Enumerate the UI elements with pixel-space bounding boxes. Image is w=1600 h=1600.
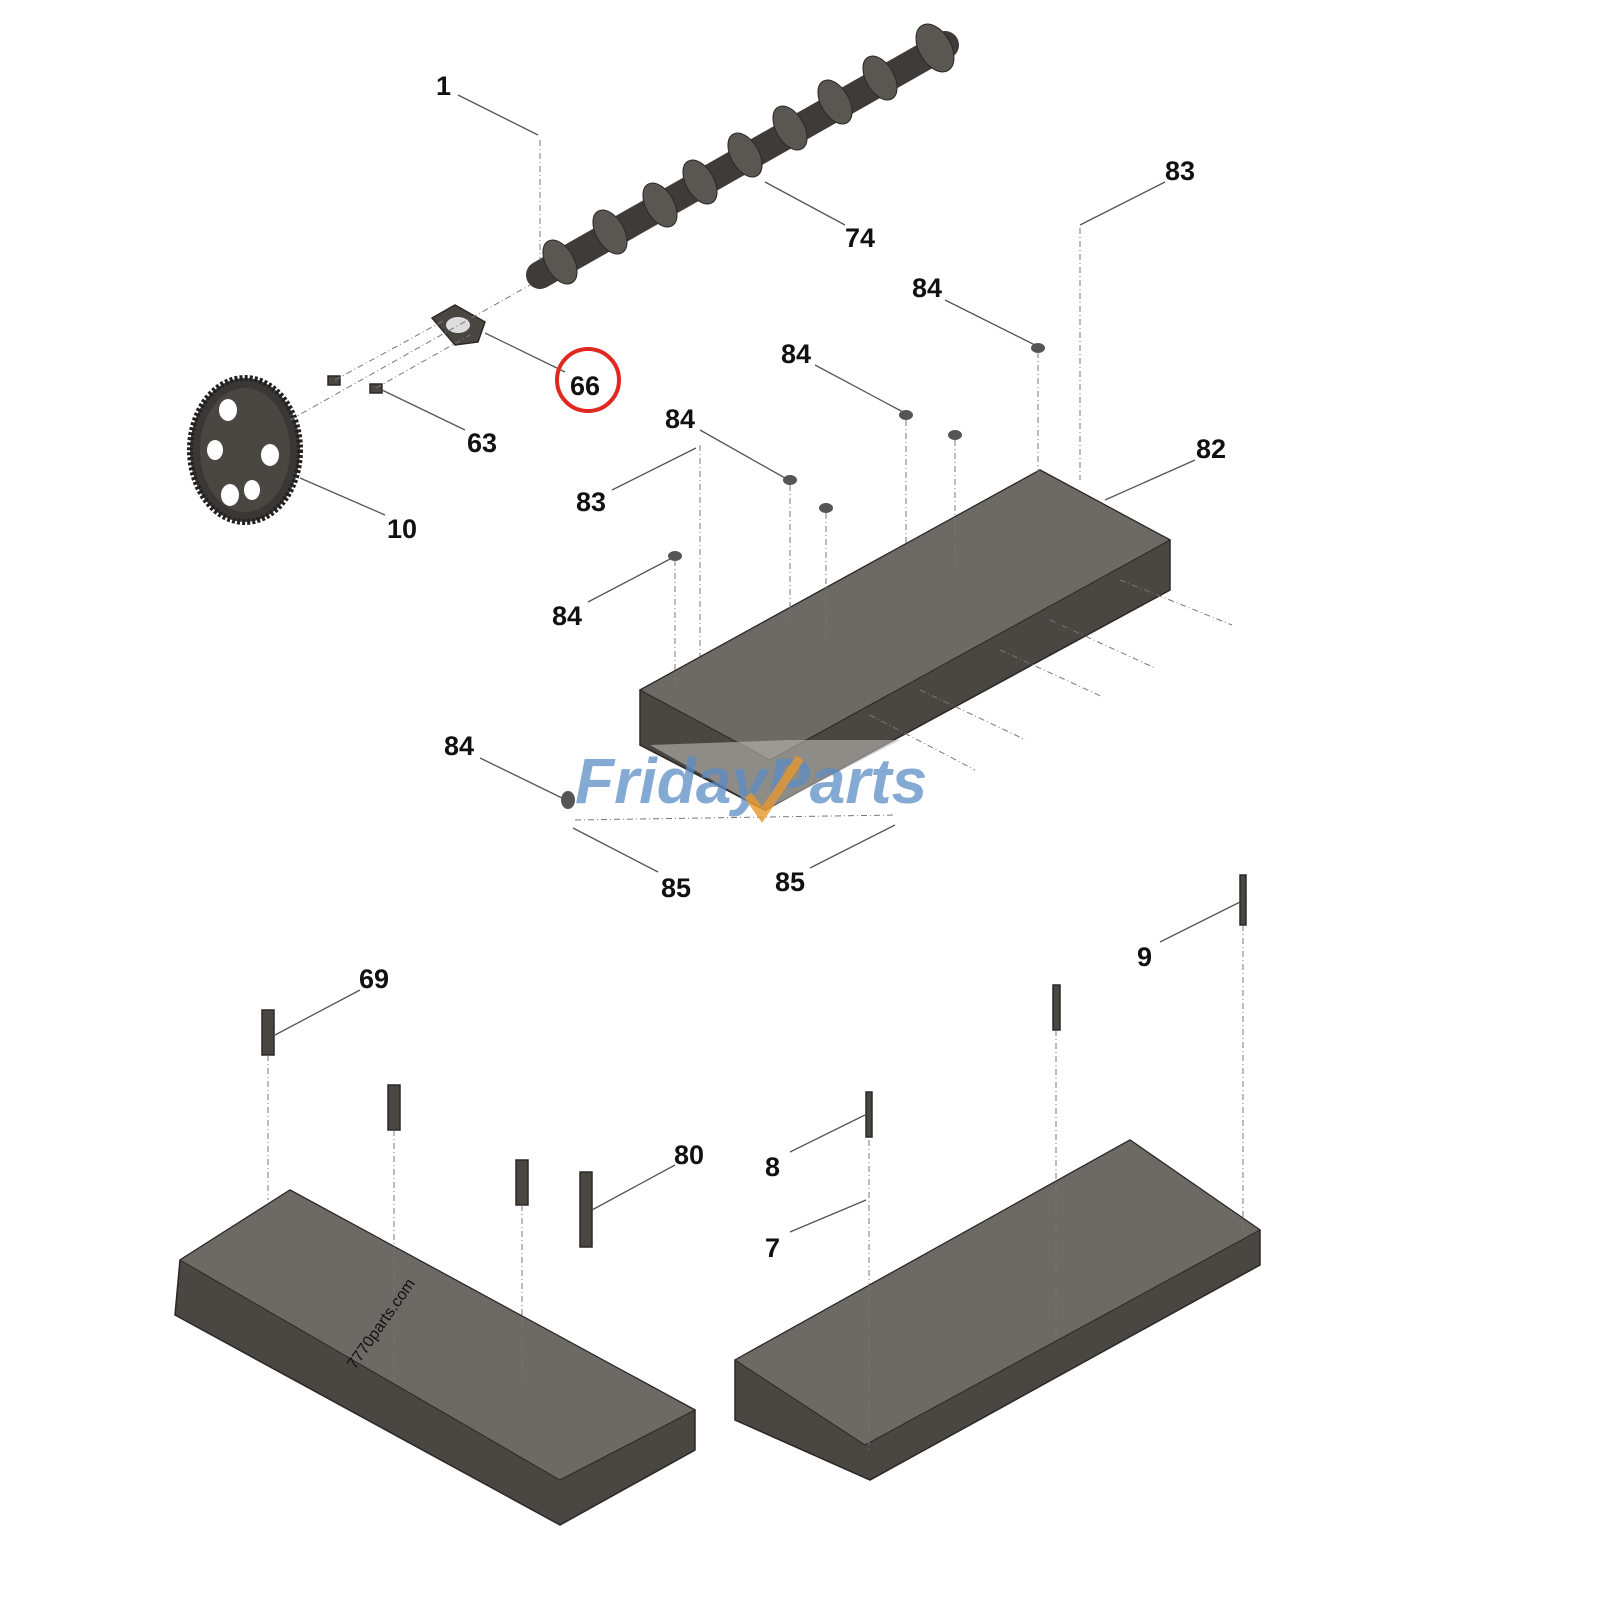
callout-82: 82 <box>1196 434 1226 464</box>
head-bolts <box>261 874 1247 1450</box>
cylinder-head-assembly-left <box>174 1189 697 1526</box>
callout-85: 85 <box>775 867 805 897</box>
callout-66: 66 <box>570 371 600 401</box>
callout-84: 84 <box>444 731 474 761</box>
callout-84: 84 <box>912 273 942 303</box>
callout-1: 1 <box>436 71 451 101</box>
callout-9: 9 <box>1137 942 1152 972</box>
cylinder-head-upper <box>638 469 1172 811</box>
watermark-check-mark <box>744 755 804 823</box>
valve-seal-group <box>561 343 1045 809</box>
highlight-circle <box>555 347 621 413</box>
callout-63: 63 <box>467 428 497 458</box>
callout-80: 80 <box>674 1140 704 1170</box>
callout-7: 7 <box>765 1233 780 1263</box>
callout-84: 84 <box>781 339 811 369</box>
callout-83: 83 <box>1165 156 1195 186</box>
callout-74: 74 <box>845 223 875 253</box>
leader-lines <box>274 94 1241 1233</box>
camshaft <box>526 23 959 289</box>
callout-83: 83 <box>576 487 606 517</box>
callout-8: 8 <box>765 1152 780 1182</box>
cylinder-head-assembly-right <box>734 1139 1261 1481</box>
bolt <box>327 375 341 386</box>
callout-84: 84 <box>665 404 695 434</box>
callout-84: 84 <box>552 601 582 631</box>
bolt <box>369 383 383 394</box>
callout-69: 69 <box>359 964 389 994</box>
callout-10: 10 <box>387 514 417 544</box>
camshaft-gear <box>187 375 303 525</box>
callout-85: 85 <box>661 873 691 903</box>
